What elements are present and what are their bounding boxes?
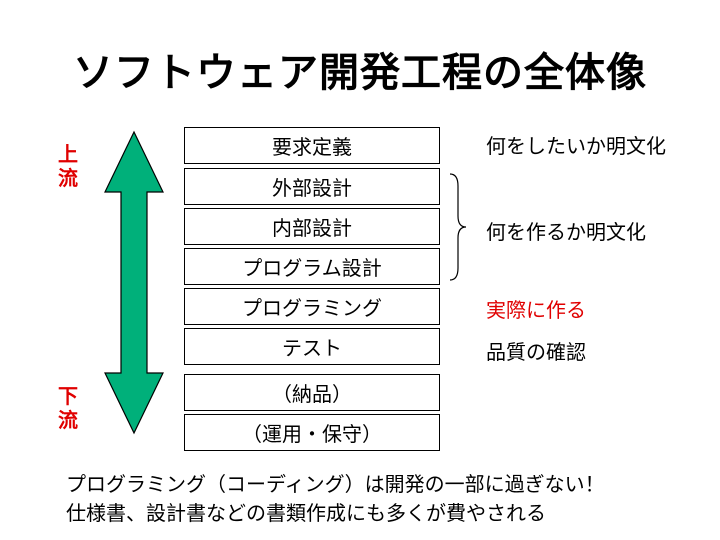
step-box-programming: プログラミング [184,288,440,325]
step-box-requirements: 要求定義 [184,127,440,164]
step-box-test: テスト [184,328,440,365]
page-title: ソフトウェア開発工程の全体像 [73,50,647,96]
step-box-operation: （運用・保守） [184,414,440,451]
upstream-label-1: 上 [58,142,78,166]
downstream-label-1: 下 [58,384,78,408]
double-arrow-icon [104,130,164,435]
footer-line-2: 仕様書、設計書などの書類作成にも多くが費やされる [66,501,546,525]
note-test: 品質の確認 [486,340,586,364]
footer-line-1: プログラミング（コーディング）は開発の一部に過ぎない！ [66,472,605,496]
downstream-label-2: 流 [58,408,78,432]
step-box-external-design: 外部設計 [184,168,440,205]
upstream-label-2: 流 [58,166,78,190]
step-box-delivery: （納品） [184,374,440,411]
step-box-program-design: プログラム設計 [184,248,440,285]
note-design: 何を作るか明文化 [486,220,646,244]
brace-icon [449,173,467,281]
note-requirements: 何をしたいか明文化 [486,134,666,158]
step-box-internal-design: 内部設計 [184,208,440,245]
note-programming: 実際に作る [486,298,586,322]
